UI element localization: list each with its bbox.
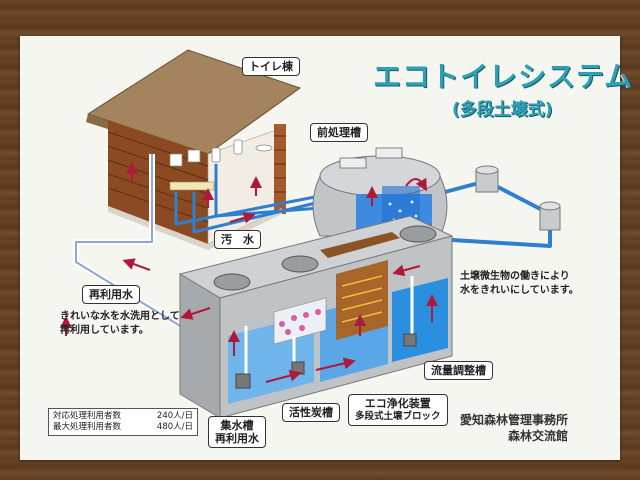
label-collection-tank-line2: 再利用水 xyxy=(215,432,259,445)
label-collection-tank-line1: 集水槽 xyxy=(215,419,259,432)
page-title: エコトイレシステム xyxy=(373,63,633,91)
label-toilet-building: トイレ棟 xyxy=(242,57,300,76)
label-flow-adjust-tank: 流量調整槽 xyxy=(424,361,493,380)
organization-line2: 森林交流館 xyxy=(460,428,568,444)
pretreatment-tank xyxy=(313,148,447,236)
capacity-label: 最大処理利用者数 xyxy=(53,422,121,433)
note-clean-water-line1: きれいな水を水洗用として xyxy=(60,310,180,324)
capacity-value: 240人/日 xyxy=(157,411,193,422)
label-eco-device: エコ浄化装置 多段式土壌ブロック xyxy=(348,394,448,426)
organization: 愛知森林管理事務所 森林交流館 xyxy=(460,412,568,444)
capacity-row: 対応処理利用者数 240人/日 xyxy=(53,411,193,422)
note-clean-water: きれいな水を水洗用として 再利用しています。 xyxy=(60,310,180,338)
note-microbe: 土壌微生物の働きにより 水をきれいにしています。 xyxy=(460,270,579,298)
label-activated-carbon-tank: 活性炭槽 xyxy=(282,403,340,422)
note-microbe-line2: 水をきれいにしています。 xyxy=(460,284,579,298)
label-collection-tank: 集水槽 再利用水 xyxy=(208,416,266,448)
note-microbe-line1: 土壌微生物の働きにより xyxy=(460,270,579,284)
label-sewage: 汚 水 xyxy=(214,230,261,249)
note-clean-water-line2: 再利用しています。 xyxy=(60,324,180,338)
capacity-row: 最大処理利用者数 480人/日 xyxy=(53,422,193,433)
label-eco-device-line1: エコ浄化装置 xyxy=(355,397,441,410)
sign-board: エコトイレシステム (多段土壌式) トイレ棟 前処理槽 汚 水 再利用水 流量調… xyxy=(20,36,620,460)
capacity-table: 対応処理利用者数 240人/日 最大処理利用者数 480人/日 xyxy=(48,408,198,436)
page-subtitle: (多段土壌式) xyxy=(452,102,553,119)
label-pretreatment-tank: 前処理槽 xyxy=(310,123,368,142)
label-eco-device-line2: 多段式土壌ブロック xyxy=(355,410,441,423)
capacity-label: 対応処理利用者数 xyxy=(53,411,121,422)
capacity-value: 480人/日 xyxy=(157,422,193,433)
label-recycled-water: 再利用水 xyxy=(82,285,140,304)
organization-line1: 愛知森林管理事務所 xyxy=(460,412,568,428)
